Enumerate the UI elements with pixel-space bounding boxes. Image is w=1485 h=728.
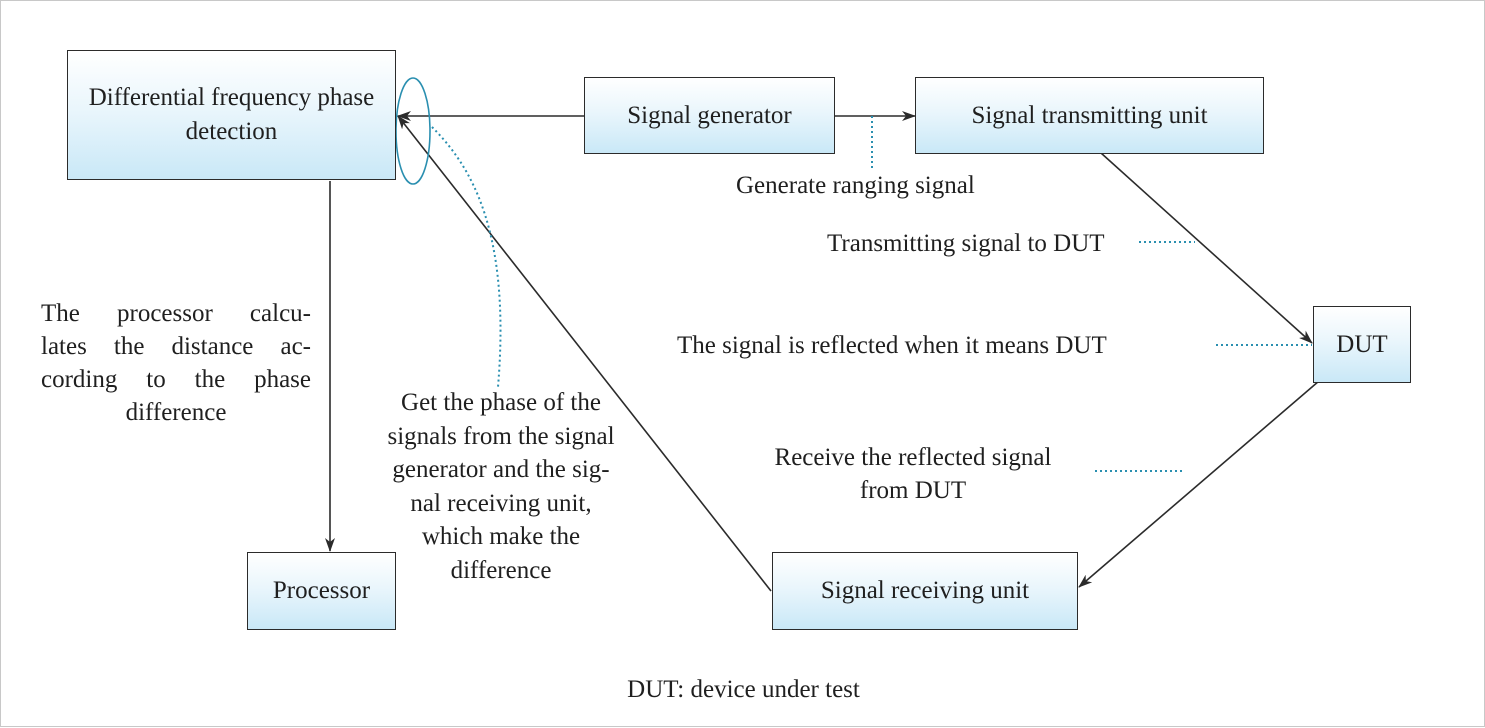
signal-generator-label: Signal generator: [627, 101, 792, 129]
edge-receiver-to-phase-detection: [397, 115, 772, 592]
receiving-unit-box: Signal receiving unit: [772, 552, 1078, 630]
transmitting-unit-label: Signal transmitting unit: [971, 101, 1208, 129]
label-processor-calc-line-1: The processor calcu-: [41, 300, 311, 327]
label-get-phase-line-2: signals from the signal: [387, 422, 615, 450]
processor-label: Processor: [272, 577, 371, 605]
label-processor-calc: The processor calcu- lates the distance …: [41, 297, 311, 429]
label-get-phase-line-1: Get the phase of the: [401, 389, 601, 416]
edge-dut-to-receiver: [1078, 380, 1320, 588]
label-get-phase-line-4: nal receiving unit,: [410, 489, 592, 517]
callout-get-phase: [431, 126, 502, 388]
phase-detection-box: Differential frequency phase detection: [67, 50, 396, 180]
label-get-phase-line-6: difference: [450, 556, 552, 584]
label-processor-calc-line-2: lates the distance ac-: [41, 333, 311, 360]
signal-generator-box: Signal generator: [584, 77, 835, 154]
label-processor-calc-line-4: difference: [125, 399, 227, 426]
receiving-unit-label: Signal receiving unit: [820, 577, 1030, 605]
footnote: DUT: device under test: [627, 676, 860, 703]
edge-transmitter-to-dut: [1100, 152, 1313, 344]
label-receive-reflected-line-1: Receive the reflected signal: [774, 444, 1052, 471]
label-get-phase-line-5: which make the: [421, 523, 581, 550]
phase-input-ellipse: [395, 77, 431, 185]
label-processor-calc-line-3: cording to the phase: [41, 366, 311, 393]
phase-detection-label: Differential frequency phase detection: [88, 84, 375, 145]
label-reflected: The signal is reflected when it means DU…: [677, 332, 1107, 359]
processor-box: Processor: [247, 552, 396, 630]
label-get-phase: Get the phase of the signals from the si…: [361, 386, 641, 587]
label-receive-reflected: Receive the reflected signal from DUT: [743, 441, 1083, 507]
label-get-phase-line-3: generator and the sig-: [392, 456, 610, 483]
label-receive-reflected-line-2: from DUT: [859, 477, 967, 504]
label-generate-ranging: Generate ranging signal: [736, 172, 975, 199]
label-transmitting-to-dut: Transmitting signal to DUT: [827, 230, 1105, 257]
dut-box: DUT: [1313, 306, 1411, 383]
transmitting-unit-box: Signal transmitting unit: [915, 77, 1264, 154]
dut-label: DUT: [1336, 330, 1388, 358]
